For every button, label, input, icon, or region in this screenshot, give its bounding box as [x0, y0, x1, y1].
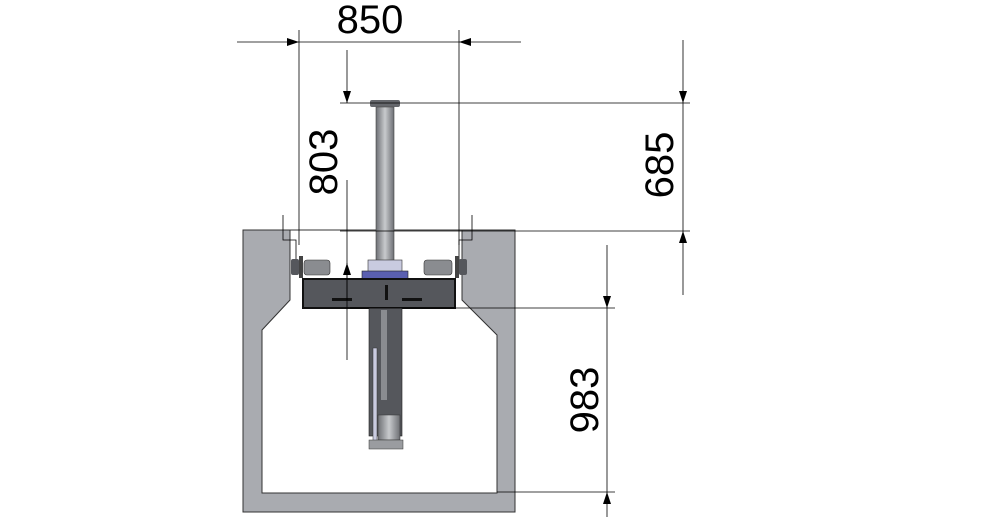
crossbeam	[302, 278, 456, 309]
piston-rod	[375, 106, 395, 263]
right-roller	[423, 256, 467, 278]
dimension-lines	[237, 38, 687, 517]
dimension-height-left: 803	[302, 129, 346, 196]
dimension-height-top-right: 685	[638, 132, 682, 199]
dimension-pit-depth: 983	[563, 367, 607, 434]
extension-lines	[298, 30, 690, 493]
left-roller	[291, 256, 331, 278]
lift-mechanism	[291, 100, 467, 450]
dimension-width: 850	[337, 0, 404, 42]
top-plate	[370, 100, 400, 107]
